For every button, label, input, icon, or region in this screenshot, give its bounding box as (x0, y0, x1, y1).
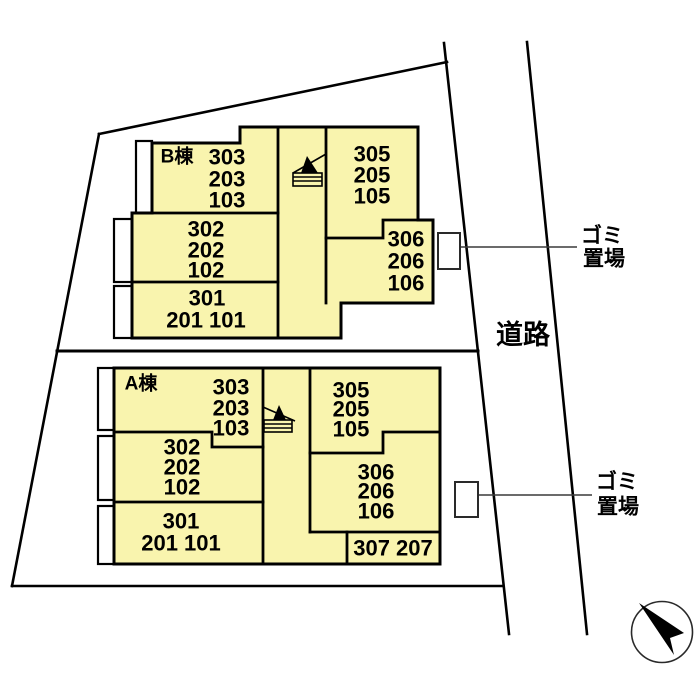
room-b-303: 303 (209, 145, 246, 170)
garbage-b-label-line2: 置場 (583, 248, 625, 271)
road-label: 道路 (496, 319, 551, 350)
garbage-area-a: ゴミ 置場 (454, 470, 639, 519)
room-a-303: 303 (213, 375, 250, 400)
room-b-305: 305 (354, 142, 391, 167)
stair-tread-lines (264, 423, 292, 429)
building-a-partition-305-306 (308, 430, 442, 455)
room-b-202: 202 (188, 238, 225, 263)
room-b-306: 306 (388, 227, 425, 252)
stair-up-arrow-icon (301, 156, 318, 173)
site-boundary-left (10, 132, 101, 588)
room-a-306: 306 (358, 460, 395, 485)
building-a: A棟 303 203 103 302 202 102 301 201 101 3… (96, 366, 442, 566)
garbage-a-box (454, 481, 479, 518)
room-b-201-101: 201 101 (166, 308, 246, 333)
room-b-203: 203 (209, 167, 246, 192)
garbage-a-label-line1: ゴミ (596, 470, 638, 494)
room-b-302: 302 (188, 217, 225, 242)
building-b-balcony-strip-2 (112, 217, 134, 284)
room-b-205: 205 (354, 163, 391, 188)
garbage-b-box (437, 232, 461, 270)
building-a-footprint (112, 366, 442, 566)
building-b-stairs-icon (292, 153, 327, 187)
room-a-103: 103 (213, 416, 250, 441)
room-a-201-101: 201 101 (141, 531, 221, 556)
site-boundary (10, 40, 589, 636)
room-a-202: 202 (164, 455, 201, 480)
room-b-103: 103 (209, 188, 246, 213)
north-arrow-icon (630, 600, 694, 664)
building-b: B棟 303 203 103 302 202 102 301 201 101 3… (112, 125, 435, 340)
garbage-b-label-line1: ゴミ (581, 224, 623, 248)
room-a-102: 102 (164, 475, 201, 500)
room-a-301: 301 (163, 509, 200, 534)
room-a-305: 305 (333, 378, 370, 403)
stair-up-arrow-icon (273, 405, 286, 420)
building-a-stairs-icon (262, 405, 296, 433)
room-b-206: 206 (388, 249, 425, 274)
room-a-106: 106 (358, 499, 395, 524)
building-b-footprint (130, 125, 435, 340)
building-a-partition-303-302 (112, 430, 265, 449)
building-b-balcony-strip-3 (112, 284, 134, 340)
room-a-205: 205 (333, 397, 370, 422)
compass-circle (630, 600, 694, 664)
site-boundary-right (442, 41, 511, 636)
building-a-balcony-strip-2 (96, 434, 116, 502)
room-b-102: 102 (188, 258, 225, 283)
room-a-206: 206 (358, 479, 395, 504)
building-b-balcony-strip-1 (134, 139, 154, 215)
room-b-106: 106 (388, 271, 425, 296)
room-a-307-207: 307 207 (353, 536, 433, 561)
building-a-balcony-strip-1 (96, 366, 116, 432)
garbage-area-b: ゴミ 置場 (437, 224, 625, 271)
building-b-label: B棟 (161, 145, 195, 168)
room-b-105: 105 (354, 184, 391, 209)
building-a-balcony-strip-3 (96, 504, 116, 566)
site-boundary-top (97, 60, 449, 136)
room-b-301: 301 (189, 286, 226, 311)
garbage-a-label-line2: 置場 (597, 496, 639, 519)
room-a-203: 203 (213, 396, 250, 421)
room-a-302: 302 (164, 435, 201, 460)
building-a-label: A棟 (125, 372, 159, 395)
compass-needle (639, 603, 684, 655)
road-far-edge-line (525, 40, 589, 636)
room-a-105: 105 (333, 417, 370, 442)
building-b-partition-305-306 (324, 218, 420, 240)
stair-tread-lines (293, 176, 322, 182)
